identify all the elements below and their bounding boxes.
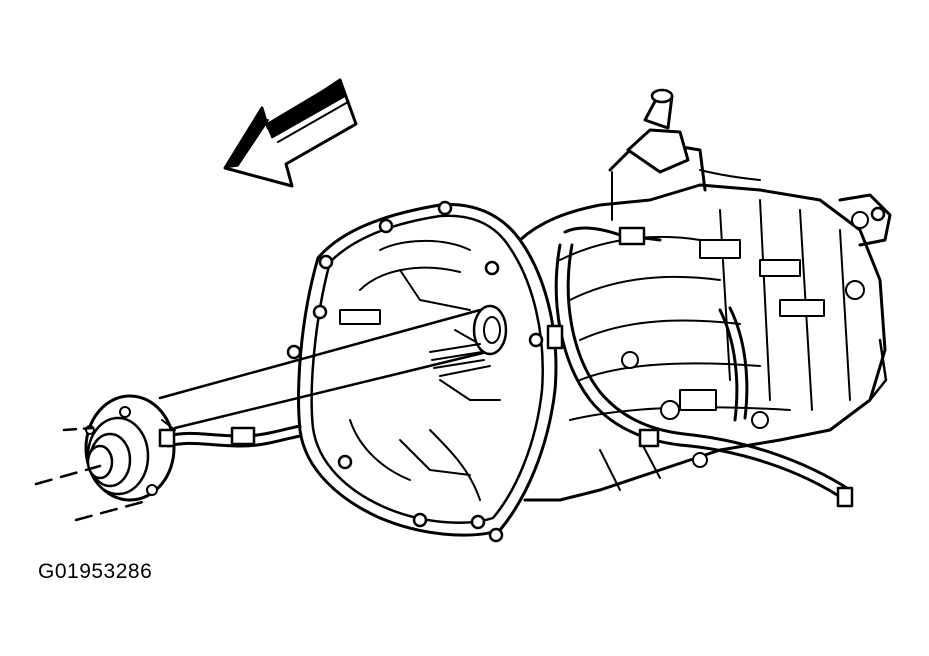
hydraulic-line bbox=[158, 424, 302, 448]
slave-cylinder bbox=[84, 394, 176, 502]
bellhousing bbox=[286, 200, 558, 543]
case-lines bbox=[546, 226, 854, 508]
input-shaft bbox=[158, 304, 508, 430]
alignment-lines bbox=[34, 426, 152, 522]
transmission-case bbox=[518, 88, 892, 502]
arrow-left-up-icon bbox=[223, 78, 358, 188]
figure-id-label: G01953286 bbox=[38, 560, 153, 583]
